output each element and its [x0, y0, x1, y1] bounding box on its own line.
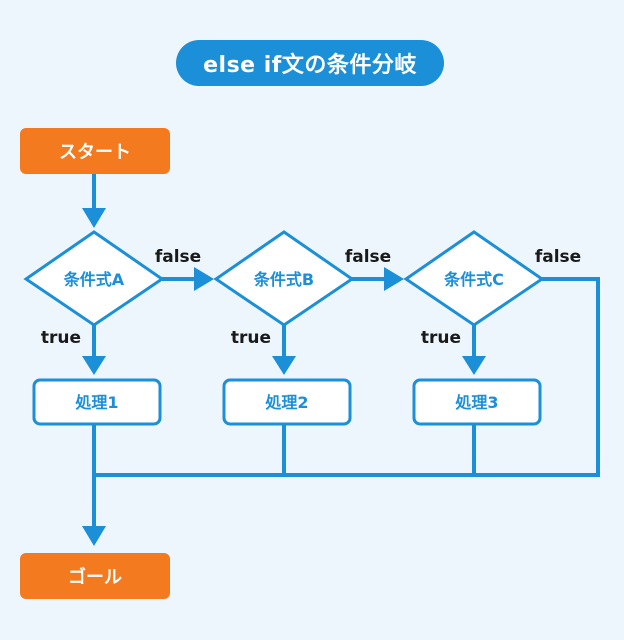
arrow-true-a: [82, 325, 106, 375]
process-3-label: 処理3: [455, 393, 498, 412]
condition-b-node: 条件式B: [213, 230, 355, 327]
arrow-true-b: [272, 325, 296, 375]
process-2-node: 処理2: [222, 378, 352, 426]
condition-b-label: 条件式B: [253, 270, 314, 289]
condition-c-label: 条件式C: [443, 270, 504, 289]
true-label-a: true: [41, 328, 81, 348]
process-2-label: 処理2: [265, 393, 308, 412]
true-label-c: true: [421, 328, 461, 348]
goal-node: ゴール: [20, 553, 170, 599]
arrow-merge-to-goal: [82, 424, 106, 546]
condition-a-label: 条件式A: [63, 270, 125, 289]
arrow-false-a-to-b: [162, 267, 214, 291]
true-label-b: true: [231, 328, 271, 348]
arrow-false-b-to-c: [352, 267, 404, 291]
start-node: スタート: [20, 128, 170, 174]
start-label: スタート: [59, 142, 131, 163]
process-1-label: 処理1: [75, 393, 118, 412]
process-3-node: 処理3: [412, 378, 542, 426]
arrow-start-to-condition-a: [82, 174, 106, 228]
goal-label: ゴール: [68, 566, 122, 588]
process-1-node: 処理1: [32, 378, 162, 426]
arrow-true-c: [462, 325, 486, 375]
false-label-c: false: [535, 247, 581, 267]
line-false-c-to-merge: [94, 277, 600, 477]
false-label-a: false: [155, 247, 201, 267]
false-label-b: false: [345, 247, 391, 267]
diagram-title: else if文の条件分岐: [176, 40, 444, 86]
condition-a-node: 条件式A: [23, 230, 165, 327]
condition-c-node: 条件式C: [403, 230, 545, 327]
